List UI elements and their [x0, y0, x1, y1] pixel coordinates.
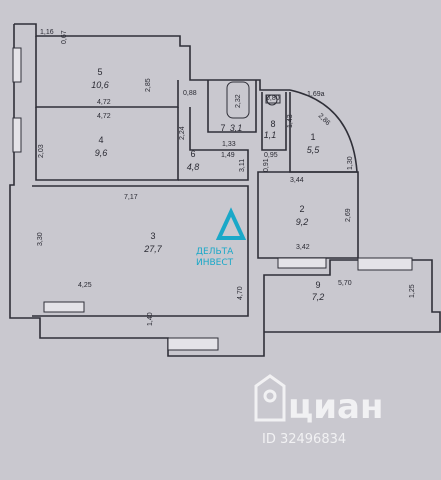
- room3-wall: [32, 185, 249, 317]
- window-kitchen: [277, 257, 327, 269]
- fixtures: [226, 81, 281, 119]
- room-8-number: 8: [270, 119, 275, 129]
- room5-wall: [35, 36, 179, 108]
- dim-r6-top: 0,88: [183, 90, 197, 97]
- dim-r9-w: 5,70: [338, 280, 352, 287]
- dim-r1-left: 0,91: [263, 158, 270, 172]
- room7-wall: [207, 80, 257, 133]
- dim-arc-len: 1,69а: [307, 91, 325, 98]
- delta-logo-icon: [215, 207, 247, 240]
- room8-wall: [261, 92, 287, 151]
- dim-r2-bottom: 3,42: [296, 244, 310, 251]
- window-loggia: [357, 257, 413, 271]
- dim-r6-left: 2,24: [179, 126, 186, 140]
- dim-r4-height: 2,03: [38, 144, 45, 158]
- dimension-labels: 1,16 0,67 2,85 4,72 4,72 2,03 0,88 2,32 …: [37, 29, 416, 326]
- room-7-number: 7: [220, 123, 225, 133]
- dim-r3-top: 7,17: [124, 194, 138, 201]
- bathtub: [226, 81, 250, 119]
- room4-wall: [35, 107, 179, 181]
- room-labels: 5 10,6 4 9,6 3 27,7 6 4,8 7 3,1 8 1,1 1 …: [91, 67, 324, 302]
- dim-r3-bottom: 4,25: [78, 282, 92, 289]
- dim-arc-side: 2,86: [317, 112, 332, 127]
- dim-r4-top: 4,72: [97, 113, 111, 120]
- window-room4: [12, 117, 22, 153]
- window-room3-bay: [167, 337, 219, 351]
- dim-r2-right: 2,69: [345, 208, 352, 222]
- sink: [265, 94, 281, 104]
- room-6-number: 6: [190, 149, 195, 159]
- delta-line2: ИНВЕСТ: [196, 258, 234, 268]
- room-8-area: 1,1: [264, 130, 277, 140]
- room-9-area: 7,2: [312, 292, 325, 302]
- north-wall: [14, 23, 290, 91]
- room-5-number: 5: [97, 67, 102, 77]
- dim-r3-right: 4,70: [237, 286, 244, 300]
- dim-r8-small: 0,80: [266, 95, 280, 102]
- window-room5: [12, 47, 22, 83]
- dim-r8-h: 1,43: [287, 114, 294, 128]
- dim-r6-w: 1,49: [221, 152, 235, 159]
- dim-bath-len: 2,32: [235, 94, 242, 108]
- dim-top-small: 0,67: [61, 30, 68, 44]
- dim-r8-w: 0,95: [264, 152, 278, 159]
- dim-r2-top: 3,44: [290, 177, 304, 184]
- dim-r1-side: 1,30: [347, 156, 354, 170]
- room-2-area: 9,2: [296, 217, 309, 227]
- window-room3-bottom: [43, 301, 85, 313]
- dim-r3-bay: 1,40: [147, 312, 154, 326]
- room-9-number: 9: [315, 280, 320, 290]
- room-4-area: 9,6: [95, 148, 108, 158]
- room6-wall: [178, 107, 249, 181]
- room-1-number: 1: [310, 132, 315, 142]
- dim-r6-right: 3,11: [239, 159, 246, 172]
- dim-r7-w: 1,33: [222, 141, 236, 148]
- dim-r3-left: 3,30: [37, 232, 44, 246]
- delta-invest-watermark: ДЕЛЬТА ИНВЕСТ: [196, 207, 247, 268]
- dim-r9-h: 1,25: [409, 284, 416, 298]
- dim-top-left: 1,16: [40, 29, 54, 36]
- dim-r5-height: 2,85: [145, 78, 152, 92]
- room-7-area: 3,1: [230, 123, 243, 133]
- room-4-number: 4: [98, 135, 103, 145]
- room-5-area: 10,6: [91, 80, 109, 90]
- dim-r5-width: 4,72: [97, 99, 111, 106]
- cian-logo-icon: [254, 374, 286, 422]
- room-3-area: 27,7: [143, 244, 163, 254]
- cian-brand: циан: [288, 387, 383, 427]
- cian-watermark: циан ID 32496834: [254, 374, 383, 447]
- room-1-area: 5,5: [307, 145, 321, 155]
- cian-id: ID 32496834: [262, 432, 346, 447]
- room-6-area: 4,8: [187, 162, 200, 172]
- delta-line1: ДЕЛЬТА: [196, 247, 234, 257]
- room-2-number: 2: [299, 204, 304, 214]
- outer-wall: [9, 24, 441, 357]
- windows: [12, 47, 413, 351]
- room-3-number: 3: [150, 231, 155, 241]
